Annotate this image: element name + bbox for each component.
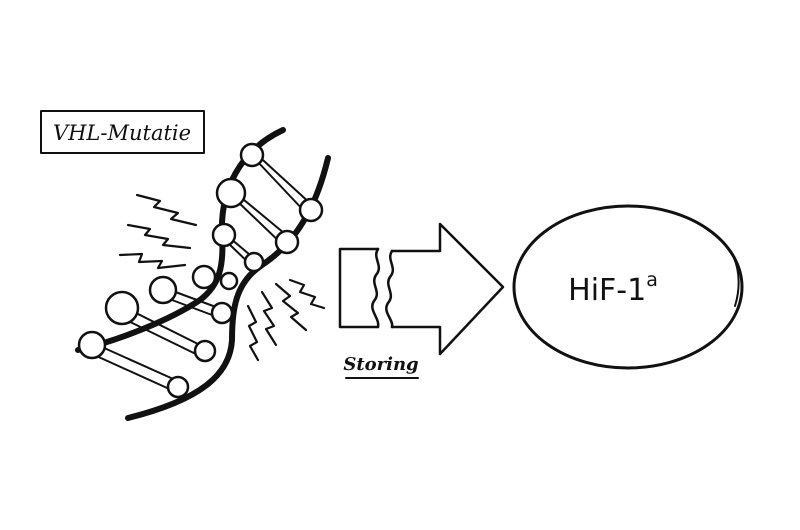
- dna-node: [166, 375, 190, 399]
- dna-node: [193, 339, 217, 363]
- dna-node: [191, 264, 217, 290]
- dna-node: [274, 229, 300, 255]
- dna-node: [239, 142, 265, 168]
- dna-node: [148, 275, 178, 305]
- mutation-label-box: [40, 110, 205, 154]
- dna-node: [243, 251, 265, 273]
- mutation-label: VHL-Mutatie: [40, 110, 205, 154]
- mutation-label-text: VHL-Mutatie: [53, 121, 191, 145]
- target-ellipse: [512, 204, 744, 370]
- broken-arrow-icon: [338, 222, 505, 356]
- target-name: HiF-1a: [568, 269, 658, 308]
- arrow-label: Storing: [343, 354, 419, 379]
- arrow-head-break: [385, 249, 395, 329]
- dna-node: [219, 271, 239, 291]
- dna-node: [211, 222, 237, 248]
- arrow-label-text: Storing: [343, 354, 418, 375]
- target-name-main: HiF-1: [568, 273, 646, 308]
- target-protein: HiF-1a: [512, 204, 744, 370]
- dna-node: [104, 290, 140, 326]
- dna-nodes: [77, 142, 324, 399]
- arrow-tail-break: [371, 247, 381, 329]
- target-name-superscript: a: [646, 269, 658, 291]
- dna-node: [210, 301, 234, 325]
- lightning-squiggle-icon: [118, 193, 198, 270]
- dna-node: [77, 330, 107, 360]
- dna-strand-left: [75, 127, 286, 353]
- dna-node: [298, 197, 324, 223]
- arrow-head: [390, 222, 505, 356]
- dna-helix-icon: [75, 127, 331, 421]
- arrow-tail: [338, 247, 380, 329]
- dna-node: [215, 177, 247, 209]
- lightning-squiggle-icon: [246, 278, 326, 362]
- target-ellipse-stroke: [733, 257, 740, 307]
